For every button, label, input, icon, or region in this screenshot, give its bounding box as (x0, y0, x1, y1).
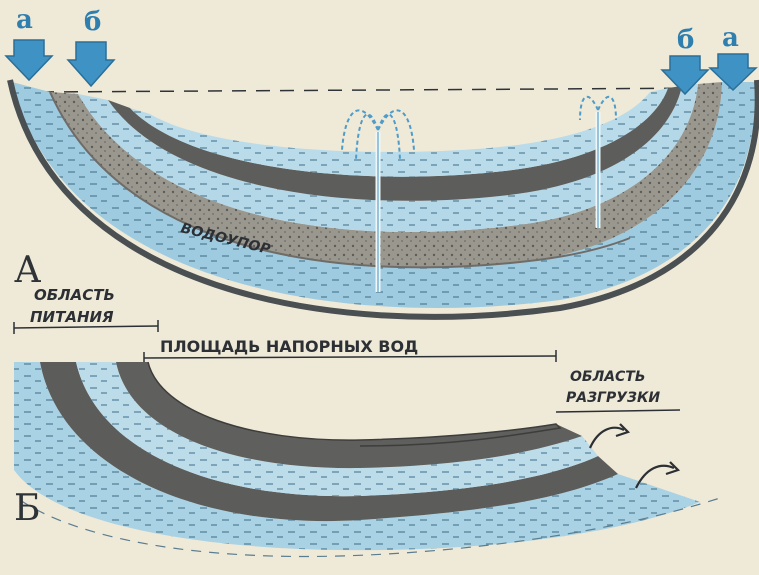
arrow-a-right: а (710, 23, 756, 90)
down-arrow-icon (68, 42, 114, 86)
down-arrow-icon (6, 40, 52, 80)
diagram-a-letter: А (14, 250, 41, 291)
diagram-a: ВОДОУПОР а б б а А (6, 5, 758, 317)
discharge-area-bracket (556, 410, 680, 412)
diagram-b: ОБЛАСТЬ ПИТАНИЯ ПЛОЩАДЬ НАПОРНЫХ ВОД ОБЛ… (14, 286, 720, 557)
pressure-area-bracket (144, 356, 556, 358)
piezometric-level-line (40, 88, 720, 92)
arrow-b-left: б (68, 7, 114, 86)
arrow-b-label: б (84, 7, 101, 37)
arrow-a-label: а (16, 5, 33, 35)
recharge-area-label-line2: ПИТАНИЯ (30, 308, 114, 326)
recharge-area-bracket (14, 326, 158, 328)
arrow-b-right: б (662, 25, 708, 94)
recharge-area-label-line1: ОБЛАСТЬ (34, 286, 115, 304)
diagram-b-letter: Б (14, 488, 40, 529)
pressure-area-label: ПЛОЩАДЬ НАПОРНЫХ ВОД (160, 337, 418, 356)
arrow-b-label: б (677, 25, 694, 55)
arrow-a-label: а (722, 23, 739, 53)
discharge-area-label-line1: ОБЛАСТЬ (570, 369, 646, 385)
arrow-a-left: а (6, 5, 52, 80)
discharge-arrow-upper-icon (590, 428, 624, 448)
discharge-area-label-line2: РАЗГРУЗКИ (566, 390, 660, 406)
